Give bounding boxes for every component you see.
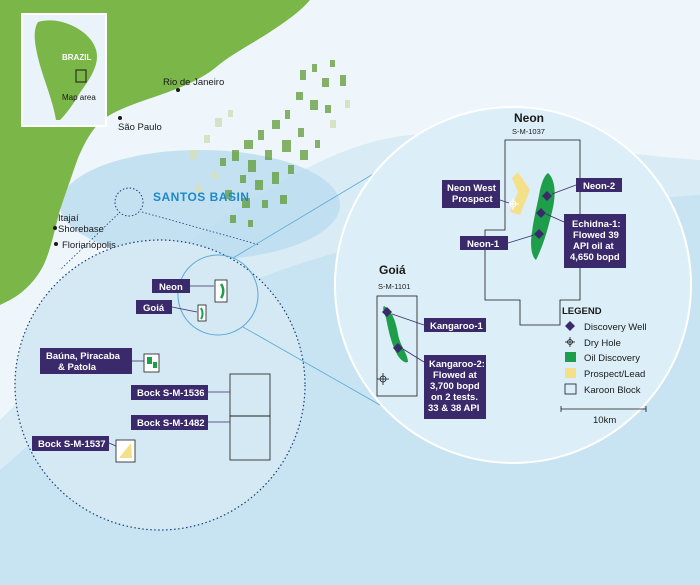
callout-neon-1-text: Neon-1 xyxy=(467,239,500,250)
callout-bock-1537: Bock S-M-1537 xyxy=(32,436,117,451)
callout-neon-small: Neon xyxy=(152,279,214,293)
callout-bauna-line1: Baúna, Piracaba xyxy=(46,351,121,362)
goia-block-outline xyxy=(376,295,418,397)
callout-kangaroo-2-line3: 3,700 bopd xyxy=(430,381,480,392)
legend-label-oil-discovery: Oil Discovery xyxy=(584,353,640,364)
goia-block-id: S-M-1101 xyxy=(378,282,410,291)
well-kangaroo-1 xyxy=(382,307,392,317)
callout-kangaroo-2-line1: Kangaroo-2: xyxy=(429,359,485,370)
oil-discovery-icon xyxy=(565,352,576,362)
well-neon-2 xyxy=(542,191,552,201)
santos-basin-marker xyxy=(114,187,144,217)
south-america-shape xyxy=(34,20,98,121)
town-itajai-shorebase: Shorebase xyxy=(58,224,104,235)
legend-label-dry-hole: Dry Hole xyxy=(584,338,621,349)
callout-bock-1537-text: Bock S-M-1537 xyxy=(38,439,106,450)
well-neon-1 xyxy=(534,229,544,239)
goia-title: Goiá xyxy=(379,263,406,277)
town-itajai: Itajaí xyxy=(58,213,79,224)
town-rio: Rio de Janeiro xyxy=(163,77,224,88)
scale-bar: 10km xyxy=(560,406,647,426)
legend-title: LEGEND xyxy=(562,306,602,317)
neon-wells xyxy=(507,191,552,239)
callout-neon-west-line2: Prospect xyxy=(452,194,493,205)
discovery-well-icon xyxy=(565,321,575,331)
karoon-block-icon xyxy=(564,383,577,395)
legend: LEGEND Discovery Well Dry Hole Oil Disco… xyxy=(560,306,647,426)
legend-oil-discovery: Oil Discovery xyxy=(565,352,640,364)
callout-kangaroo-2: Kangaroo-2: Flowed at 3,700 bopd on 2 te… xyxy=(402,348,486,419)
towns: Rio de Janeiro São Paulo Itajaí Shorebas… xyxy=(53,77,224,251)
callout-kangaroo-2-line5: 33 & 38 API xyxy=(428,403,479,414)
town-sao-paulo: São Paulo xyxy=(118,122,162,133)
dry-hole-goia xyxy=(377,373,389,385)
well-kangaroo-2 xyxy=(393,343,403,353)
legend-karoon-block: Karoon Block xyxy=(564,383,641,396)
callout-neon-west-line1: Neon West xyxy=(447,183,497,194)
callout-bock-1482: Bock S-M-1482 xyxy=(131,415,230,430)
callout-neon-1: Neon-1 xyxy=(460,234,535,250)
callout-goia-small: Goiá xyxy=(136,300,198,314)
well-echidna-1 xyxy=(536,208,546,218)
callout-bauna-line2: & Patola xyxy=(58,362,97,373)
overview-block-shapes xyxy=(115,279,271,463)
callout-kangaroo-2-line2: Flowed at xyxy=(433,370,478,381)
callout-bauna: Baúna, Piracaba & Patola xyxy=(40,348,144,374)
neon-block-id: S-M-1037 xyxy=(512,127,545,136)
map-area-box xyxy=(75,69,87,83)
scale-label: 10km xyxy=(593,415,616,426)
location-inset: BRAZIL Map area xyxy=(21,13,107,127)
callout-goia-small-text: Goiá xyxy=(143,303,165,314)
santos-basin-label: SANTOS BASIN xyxy=(153,190,249,204)
shelf-zone xyxy=(0,0,700,420)
callout-echidna-line1: Echidna-1: xyxy=(572,219,621,230)
callout-neon-west: Neon West Prospect xyxy=(442,180,510,208)
offshore-fields xyxy=(220,60,346,227)
callout-echidna-line2: Flowed 39 xyxy=(573,230,619,241)
callout-neon-2-text: Neon-2 xyxy=(583,181,615,192)
dry-hole-neon-west xyxy=(507,198,519,210)
callout-kangaroo-2-line4: on 2 tests. xyxy=(431,392,478,403)
callout-bock-1536-text: Bock S-M-1536 xyxy=(137,388,205,399)
callout-neon-2: Neon-2 xyxy=(551,178,622,195)
legend-discovery-well: Discovery Well xyxy=(565,321,647,333)
town-florianopolis: Florianópolis xyxy=(62,240,116,251)
inset-map-area-label: Map area xyxy=(62,93,96,102)
dry-hole-icon xyxy=(565,337,575,347)
neon-title: Neon xyxy=(514,111,544,125)
callout-echidna-line3: API oil at xyxy=(573,241,614,252)
callout-kangaroo-1: Kangaroo-1 xyxy=(391,313,486,332)
callout-kangaroo-1-text: Kangaroo-1 xyxy=(430,321,484,332)
legend-label-discovery-well: Discovery Well xyxy=(584,322,647,333)
callout-echidna-line4: 4,650 bopd xyxy=(570,252,620,263)
callout-echidna-1: Echidna-1: Flowed 39 API oil at 4,650 bo… xyxy=(545,213,626,268)
neon-goia-zoom-circle xyxy=(177,254,259,336)
shelf-fields-light xyxy=(190,100,350,193)
legend-label-karoon-block: Karoon Block xyxy=(584,385,641,396)
callout-bock-1482-text: Bock S-M-1482 xyxy=(137,418,205,429)
callout-bock-1536: Bock S-M-1536 xyxy=(131,385,230,400)
callout-neon-small-text: Neon xyxy=(159,282,183,293)
legend-label-prospect-lead: Prospect/Lead xyxy=(584,369,645,380)
legend-dry-hole: Dry Hole xyxy=(565,337,621,349)
legend-prospect-lead: Prospect/Lead xyxy=(565,368,645,380)
santos-basin-area xyxy=(60,150,340,260)
inset-country-label: BRAZIL xyxy=(62,53,91,62)
prospect-lead-icon xyxy=(565,368,576,378)
